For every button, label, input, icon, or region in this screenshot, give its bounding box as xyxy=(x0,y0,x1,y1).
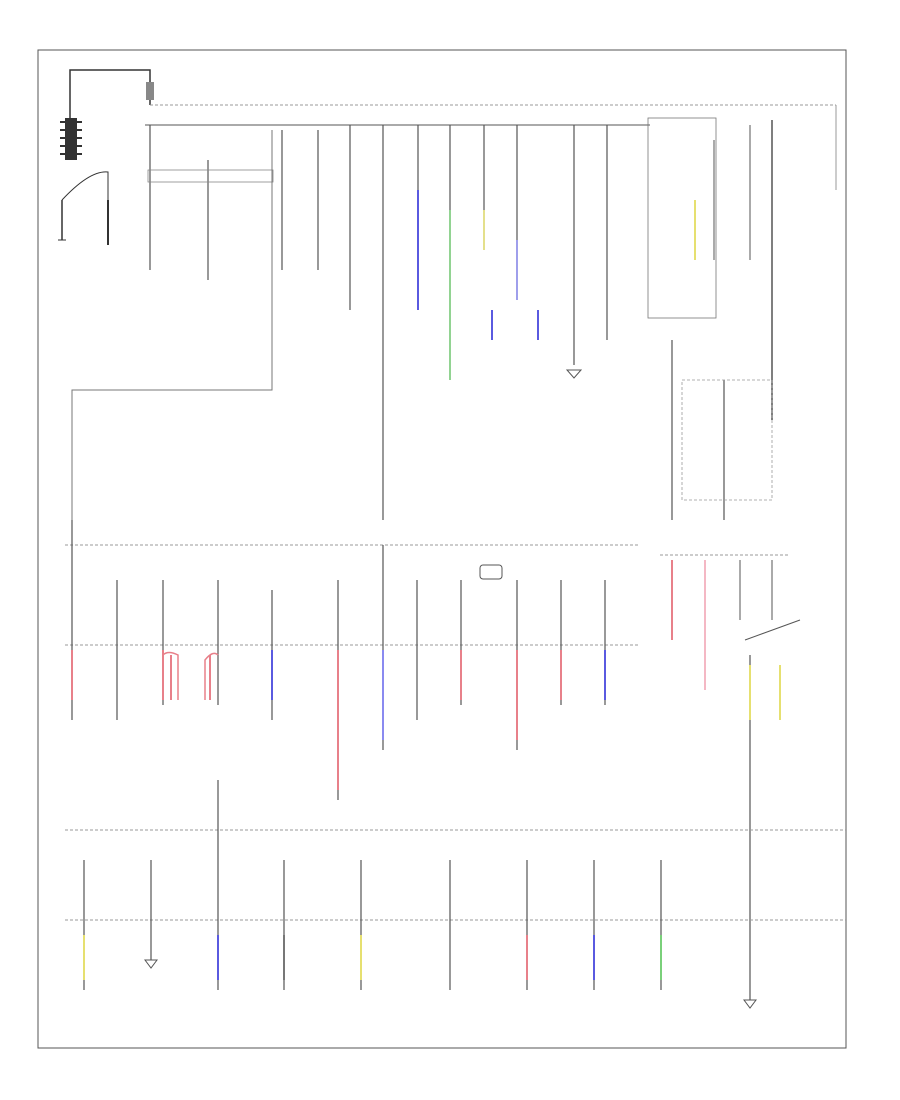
fuse-box-label-frame xyxy=(147,169,274,183)
loop-wire-2 xyxy=(204,652,219,700)
main-fusible-link xyxy=(146,82,154,100)
feed-to-instrument-panel xyxy=(71,130,273,520)
relay-coil-icon xyxy=(479,564,503,580)
diagram-frame xyxy=(37,49,847,1049)
bottom-colored-wires xyxy=(83,935,662,980)
bottom-fuse-drops xyxy=(83,830,662,990)
relay-box xyxy=(647,117,717,319)
battery-icon xyxy=(60,118,82,160)
ground-icon-top xyxy=(565,369,583,379)
ignition-switch-icon xyxy=(744,619,801,641)
loop-wire xyxy=(162,651,179,700)
relay-subbox xyxy=(681,379,773,501)
ground-icon-right xyxy=(743,999,757,1009)
starter-cable xyxy=(61,171,109,201)
middle-colored-wires xyxy=(71,560,706,790)
battery-positive-wire xyxy=(69,69,151,118)
ground-icon-bottom xyxy=(144,959,158,969)
